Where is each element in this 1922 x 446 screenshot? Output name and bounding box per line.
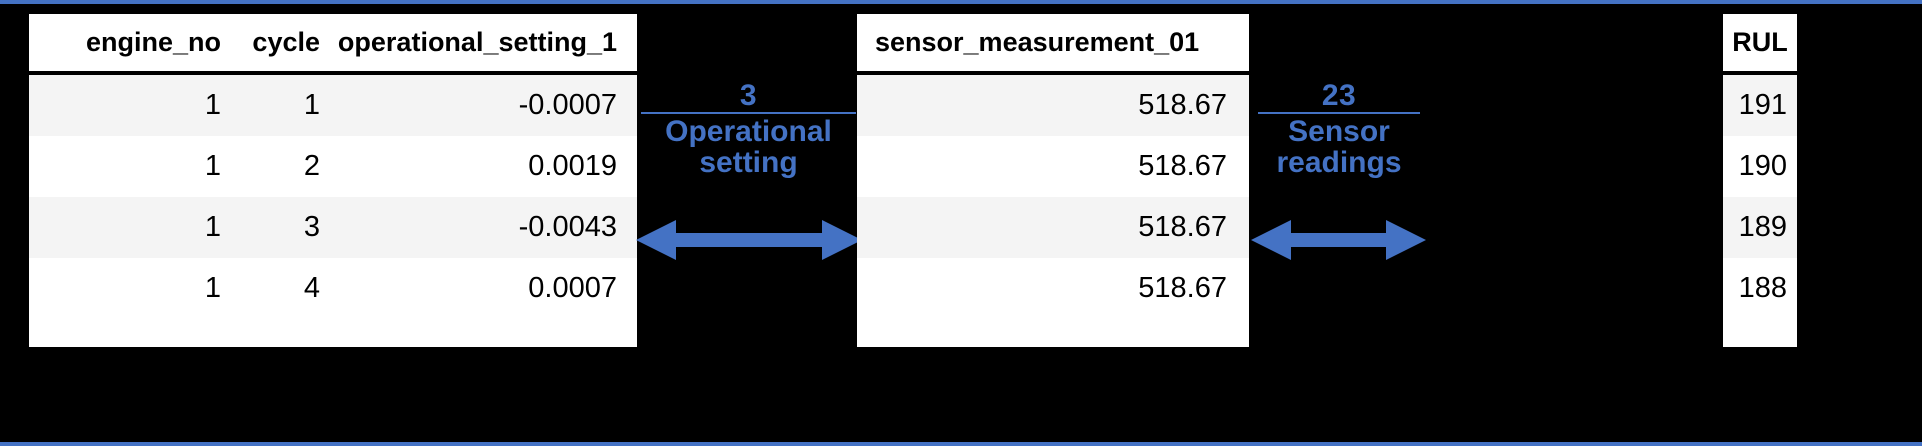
cell-rul: 190 (1738, 150, 1787, 182)
cell-cycle: 4 (303, 272, 320, 304)
features-table-body: 1 1 -0.0007 1 2 0.0019 1 3 -0.0043 1 4 0… (29, 75, 637, 347)
table-bottom-padding (29, 319, 637, 347)
annotation-divider-line (641, 112, 856, 115)
annotation-divider-line (1258, 112, 1420, 115)
sensor-readings-count: 23 (1321, 79, 1357, 112)
cell-rul: 191 (1738, 89, 1787, 121)
cell-rul: 188 (1738, 272, 1787, 304)
sensor-table-body: 518.67 518.67 518.67 518.67 (857, 75, 1249, 347)
double-arrow-icon-sensor-readings (1251, 220, 1426, 260)
cell-engine-no: 1 (204, 89, 221, 121)
operational-setting-count: 3 (739, 79, 758, 112)
sensor-readings-label-line-2: readings (1276, 146, 1402, 180)
table-row: 190 (1723, 136, 1797, 197)
cell-engine-no: 1 (204, 272, 221, 304)
table-row: 188 (1723, 258, 1797, 319)
operational-setting-label-line-2: setting (699, 146, 798, 180)
table-row: 1 1 -0.0007 (29, 75, 637, 136)
sensor-readings-annotation: 23 Sensor readings (1258, 80, 1420, 179)
features-table-header-row: engine_no cycle operational_setting_1 (29, 14, 637, 75)
table-row: 518.67 (857, 75, 1249, 136)
sensor-readings-label-line-1: Sensor (1288, 115, 1390, 149)
slide-top-border (0, 0, 1922, 2)
cell-engine-no: 1 (204, 150, 221, 182)
cell-op-setting: 0.0019 (528, 150, 617, 182)
rul-table: RUL 191 190 189 188 (1723, 14, 1797, 347)
cell-cycle: 3 (303, 211, 320, 243)
table-row: 518.67 (857, 136, 1249, 197)
sensor-table: sensor_measurement_01 518.67 518.67 518.… (857, 14, 1249, 347)
table-bottom-padding (857, 319, 1249, 347)
cell-sensor-measurement: 518.67 (1138, 150, 1227, 182)
rul-table-header-row: RUL (1723, 14, 1797, 75)
table-row: 1 3 -0.0043 (29, 197, 637, 258)
cell-sensor-measurement: 518.67 (1138, 211, 1227, 243)
operational-setting-label-line-1: Operational (665, 115, 832, 149)
table-row: 1 2 0.0019 (29, 136, 637, 197)
table-row: 189 (1723, 197, 1797, 258)
column-header-operational-setting-1: operational_setting_1 (337, 27, 617, 57)
table-row: 518.67 (857, 258, 1249, 319)
cell-sensor-measurement: 518.67 (1138, 89, 1227, 121)
table-row: 191 (1723, 75, 1797, 136)
cell-rul: 189 (1738, 211, 1787, 243)
operational-setting-annotation: 3 Operational setting (641, 80, 856, 179)
cell-cycle: 2 (303, 150, 320, 182)
double-arrow-icon-operational-setting (636, 220, 862, 260)
table-row: 1 4 0.0007 (29, 258, 637, 319)
table-row: 518.67 (857, 197, 1249, 258)
cell-sensor-measurement: 518.67 (1138, 272, 1227, 304)
rul-table-body: 191 190 189 188 (1723, 75, 1797, 347)
column-header-engine-no: engine_no (85, 27, 221, 57)
cell-op-setting: 0.0007 (528, 272, 617, 304)
features-table: engine_no cycle operational_setting_1 1 … (29, 14, 637, 347)
column-header-cycle: cycle (252, 27, 320, 57)
cell-op-setting: -0.0007 (518, 89, 617, 121)
cell-op-setting: -0.0043 (518, 211, 617, 243)
table-bottom-padding (1723, 319, 1797, 347)
cell-cycle: 1 (303, 89, 320, 121)
sensor-table-header-row: sensor_measurement_01 (857, 14, 1249, 75)
cell-engine-no: 1 (204, 211, 221, 243)
column-header-rul: RUL (1732, 27, 1788, 57)
column-header-sensor-measurement-01: sensor_measurement_01 (875, 27, 1200, 57)
